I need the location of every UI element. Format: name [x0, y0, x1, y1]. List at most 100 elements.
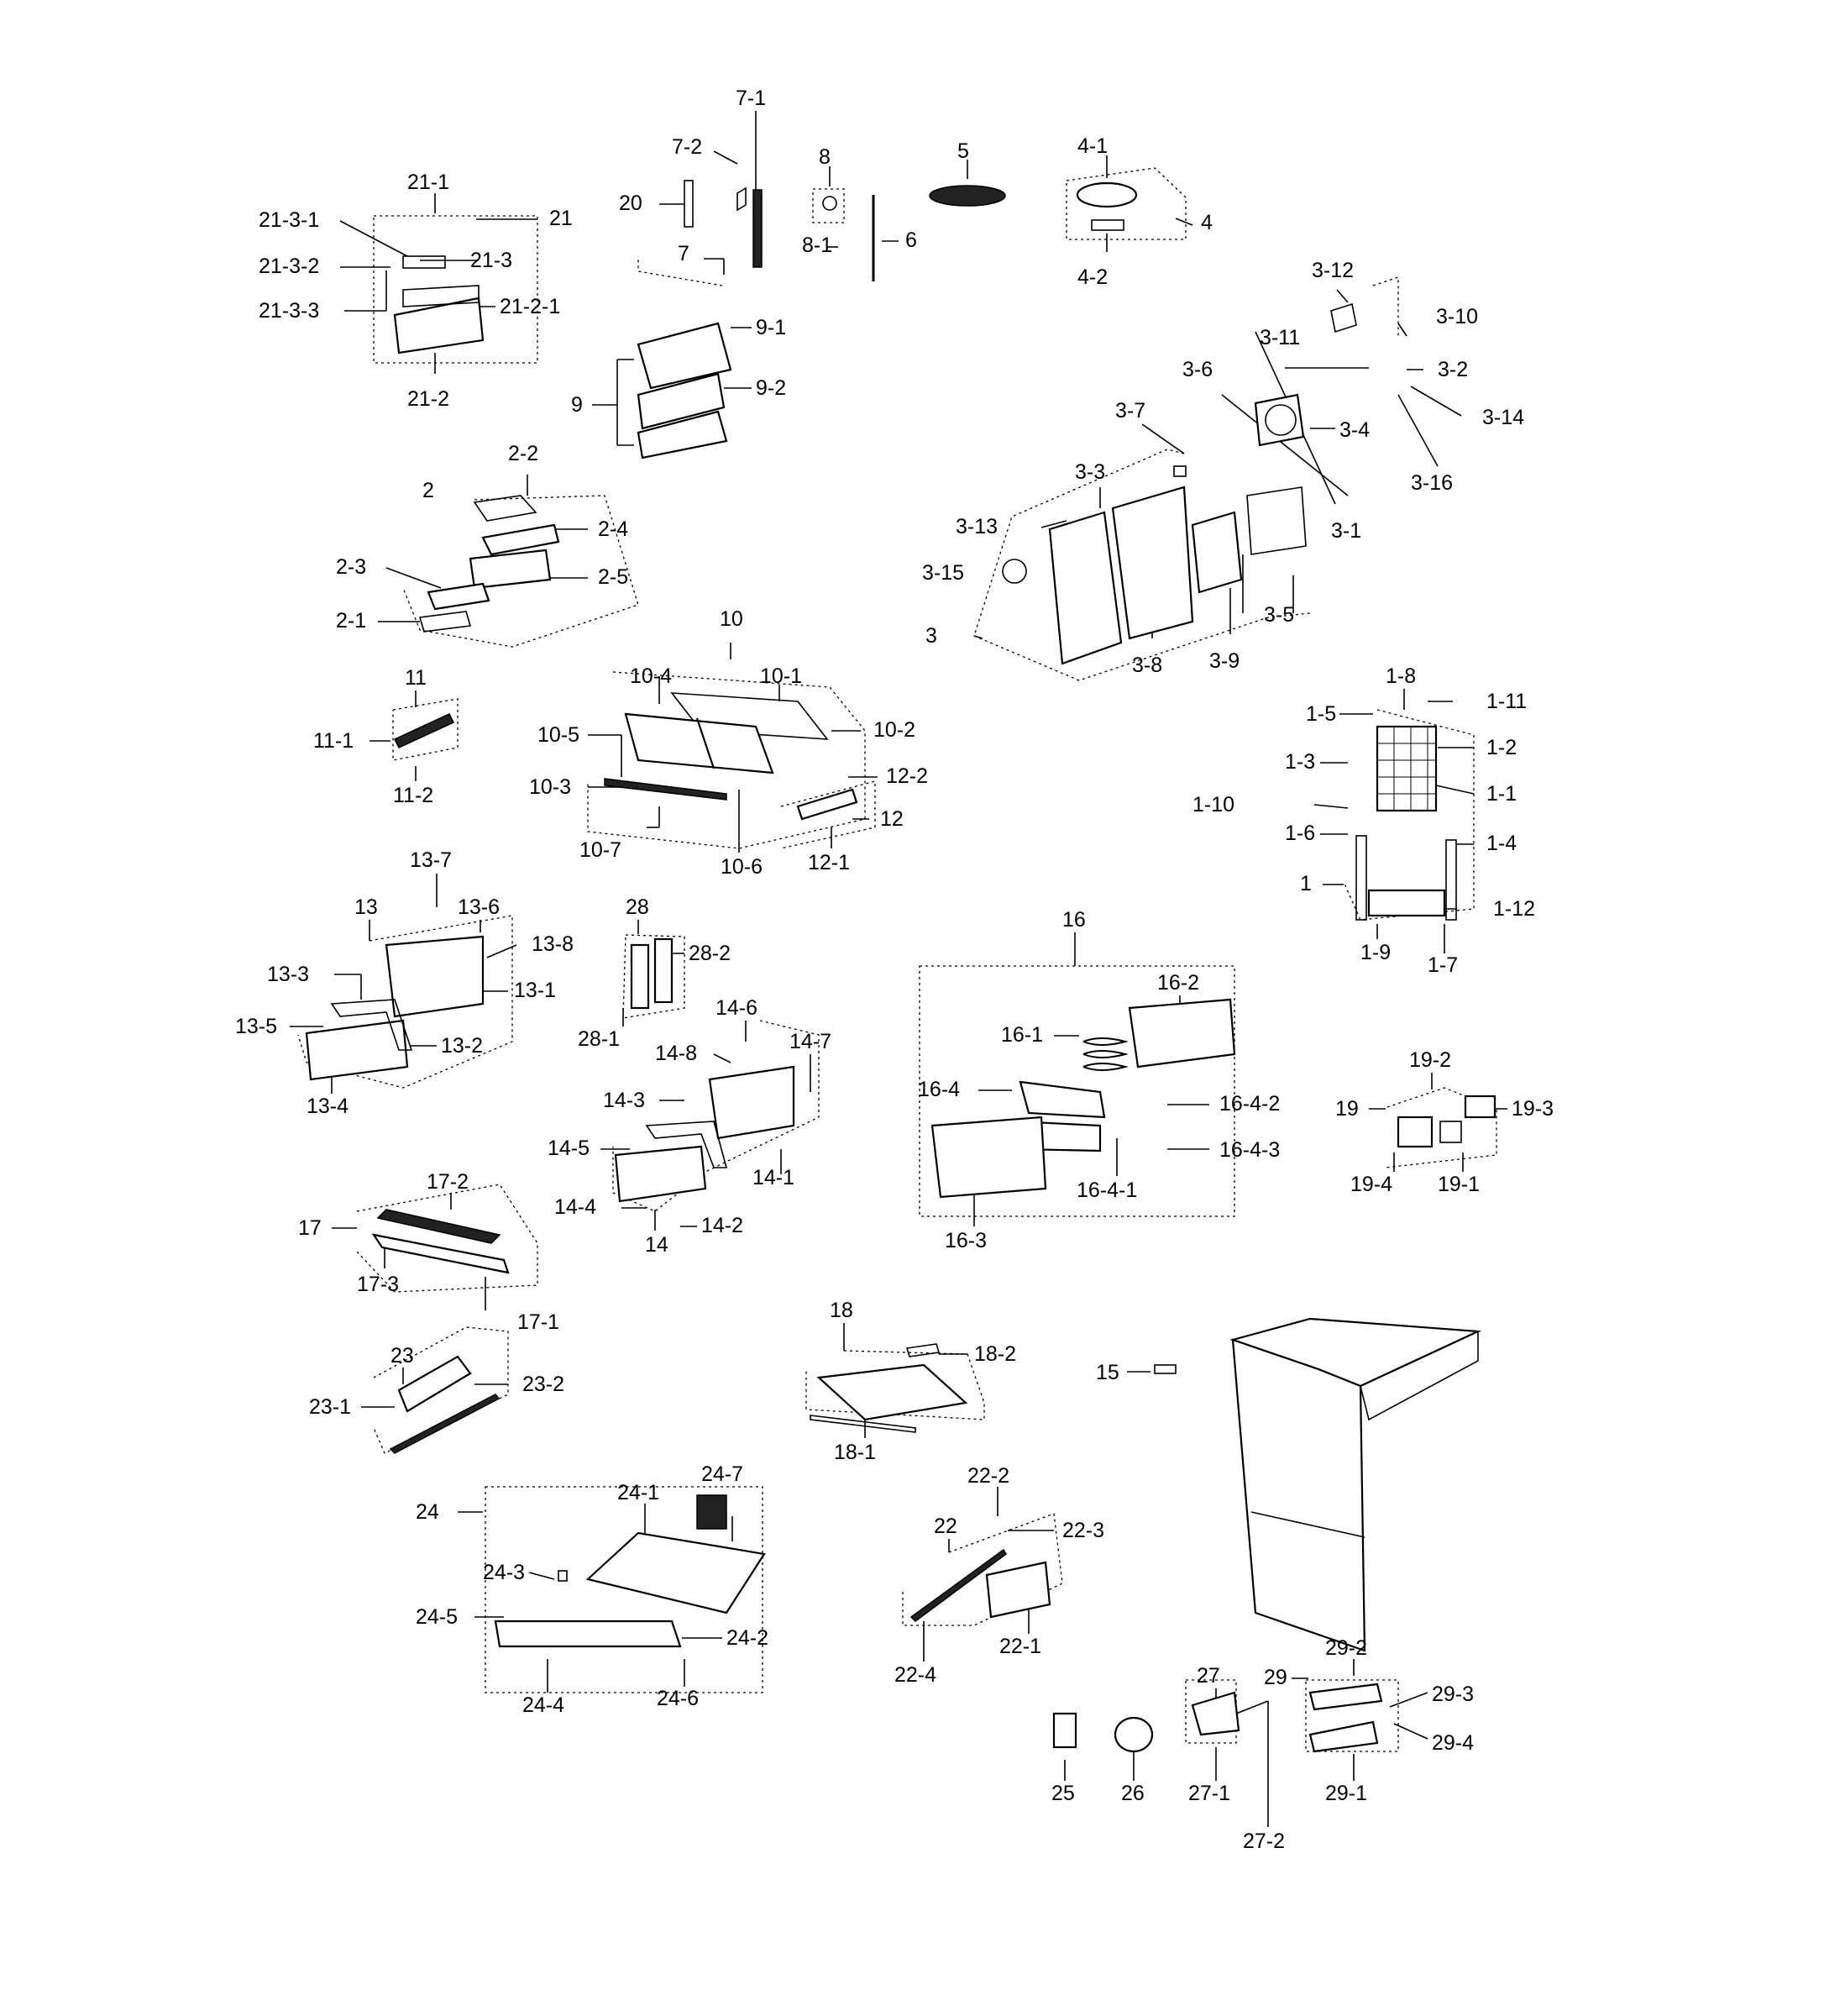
label-1-8: 1-8 — [1386, 664, 1416, 688]
label-16-1: 16-1 — [1001, 1023, 1043, 1047]
label-3-9: 3-9 — [1209, 649, 1240, 673]
label-20: 20 — [619, 192, 642, 215]
label-25: 25 — [1051, 1782, 1075, 1805]
label-13-7: 13-7 — [410, 848, 452, 872]
label-24-1: 24-1 — [617, 1481, 659, 1504]
label-16-4-1: 16-4-1 — [1077, 1179, 1137, 1202]
label-11-1: 11-1 — [313, 729, 354, 753]
label-15: 15 — [1096, 1361, 1119, 1384]
label-1-9: 1-9 — [1360, 941, 1391, 964]
label-16-2: 16-2 — [1157, 971, 1199, 995]
label-3-12: 3-12 — [1312, 259, 1354, 282]
label-23-2: 23-2 — [522, 1373, 564, 1396]
label-10-2: 10-2 — [873, 718, 915, 742]
label-3-15: 3-15 — [922, 561, 964, 585]
label-8: 8 — [819, 145, 831, 169]
label-28-2: 28-2 — [689, 942, 731, 965]
label-22-2: 22-2 — [967, 1464, 1009, 1488]
label-14-6: 14-6 — [715, 996, 757, 1020]
label-7-1: 7-1 — [736, 87, 766, 110]
label-2-2: 2-2 — [508, 442, 538, 465]
label-21: 21 — [549, 207, 573, 230]
group-outlines — [297, 167, 1497, 1752]
label-6: 6 — [905, 228, 917, 252]
part-labels: 7-1 7-2 20 7 8 8-1 6 5 4-1 4 4-2 21-1 21… — [235, 87, 1554, 1853]
label-12: 12 — [880, 807, 904, 831]
label-17-3: 17-3 — [357, 1273, 399, 1296]
label-3-6: 3-6 — [1182, 358, 1213, 381]
label-21-1: 21-1 — [407, 171, 449, 194]
label-13-3: 13-3 — [267, 963, 309, 986]
label-29: 29 — [1264, 1666, 1287, 1689]
label-21-3-2: 21-3-2 — [259, 255, 319, 278]
label-16: 16 — [1062, 908, 1086, 932]
label-21-2-1: 21-2-1 — [500, 295, 560, 318]
label-13-4: 13-4 — [307, 1095, 349, 1118]
label-10-3: 10-3 — [529, 775, 571, 799]
leader-lines — [290, 111, 1507, 1827]
label-13: 13 — [354, 895, 378, 919]
label-3-16: 3-16 — [1411, 471, 1453, 495]
label-16-4-3: 16-4-3 — [1219, 1138, 1280, 1162]
label-21-3: 21-3 — [470, 249, 512, 272]
label-21-3-1: 21-3-1 — [259, 208, 319, 232]
label-9-2: 9-2 — [756, 376, 786, 400]
label-19-3: 19-3 — [1512, 1097, 1554, 1121]
label-2-3: 2-3 — [336, 555, 366, 579]
label-27: 27 — [1197, 1664, 1220, 1688]
label-26: 26 — [1121, 1782, 1145, 1805]
label-19-1: 19-1 — [1438, 1173, 1480, 1196]
label-14-1: 14-1 — [752, 1166, 794, 1189]
label-10: 10 — [720, 607, 743, 631]
label-10-6: 10-6 — [721, 855, 763, 879]
label-14-7: 14-7 — [789, 1030, 831, 1053]
label-16-4: 16-4 — [918, 1078, 960, 1101]
label-3-11: 3-11 — [1260, 326, 1300, 349]
label-14-2: 14-2 — [701, 1214, 743, 1237]
label-10-4: 10-4 — [630, 664, 672, 688]
label-19: 19 — [1335, 1097, 1359, 1121]
label-11: 11 — [405, 666, 427, 690]
label-13-5: 13-5 — [235, 1015, 277, 1038]
label-13-6: 13-6 — [458, 895, 500, 919]
label-29-3: 29-3 — [1432, 1683, 1474, 1706]
label-1-6: 1-6 — [1285, 822, 1315, 845]
label-3-1: 3-1 — [1331, 519, 1361, 543]
label-21-3-3: 21-3-3 — [259, 299, 319, 323]
label-4-1: 4-1 — [1077, 134, 1108, 158]
label-13-1: 13-1 — [514, 979, 556, 1002]
label-14-8: 14-8 — [655, 1042, 697, 1065]
part-drawings — [305, 180, 1496, 1753]
label-21-2: 21-2 — [407, 387, 449, 411]
label-7: 7 — [678, 242, 689, 265]
label-16-3: 16-3 — [945, 1229, 987, 1252]
label-8-1: 8-1 — [802, 234, 832, 257]
label-7-2: 7-2 — [672, 135, 702, 159]
label-3-3: 3-3 — [1075, 460, 1105, 484]
label-13-8: 13-8 — [532, 932, 574, 956]
label-14-5: 14-5 — [548, 1137, 590, 1160]
label-18-1: 18-1 — [834, 1441, 876, 1464]
label-10-5: 10-5 — [537, 723, 579, 747]
label-22-3: 22-3 — [1062, 1519, 1104, 1542]
label-17-2: 17-2 — [427, 1170, 469, 1194]
label-23: 23 — [390, 1344, 414, 1368]
label-1: 1 — [1300, 872, 1312, 895]
label-3-10: 3-10 — [1436, 305, 1478, 328]
label-1-3: 1-3 — [1285, 750, 1315, 774]
label-14-3: 14-3 — [603, 1089, 645, 1112]
label-28: 28 — [626, 895, 649, 919]
label-22: 22 — [934, 1515, 957, 1538]
label-3-13: 3-13 — [956, 515, 998, 538]
label-9-1: 9-1 — [756, 316, 786, 339]
label-16-4-2: 16-4-2 — [1219, 1092, 1280, 1116]
label-17-1: 17-1 — [517, 1310, 559, 1334]
label-1-12: 1-12 — [1493, 897, 1535, 921]
label-19-4: 19-4 — [1350, 1173, 1392, 1196]
label-23-1: 23-1 — [309, 1395, 351, 1419]
label-4: 4 — [1201, 211, 1213, 234]
label-18-2: 18-2 — [974, 1342, 1016, 1366]
label-10-7: 10-7 — [579, 838, 621, 862]
label-1-7: 1-7 — [1428, 953, 1458, 977]
